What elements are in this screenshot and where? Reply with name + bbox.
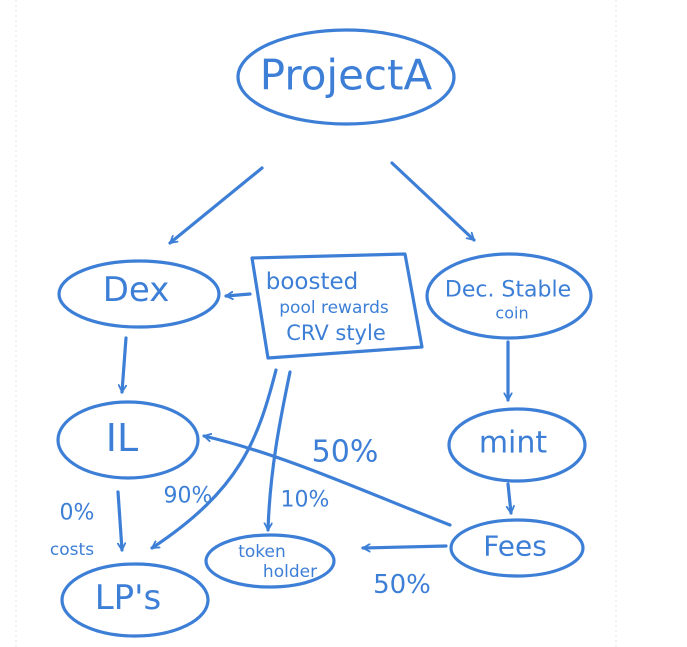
annotation-il-to-lps-costs: costs — [50, 540, 94, 560]
node-il: IL — [56, 400, 200, 480]
edge-dex-to-il — [122, 336, 128, 394]
annotation-boost-to-token: 10% — [281, 488, 330, 513]
annotation-fees-to-il: 50% — [312, 435, 379, 470]
node-token-outline — [204, 533, 336, 589]
edge-fees-to-token — [361, 546, 448, 548]
node-boost-line-2: pool rewards — [279, 298, 389, 318]
node-mint-outline — [447, 407, 587, 483]
node-lps-outline — [60, 562, 210, 638]
edge-boost-to-lps — [150, 368, 278, 550]
annotation-boost-to-lps: 90% — [164, 484, 213, 509]
node-boost: boosted pool rewards CRV style — [250, 252, 424, 360]
node-fees: Fees — [449, 518, 585, 578]
node-project-label: ProjectA — [260, 51, 433, 100]
node-token-line-1: token — [238, 542, 286, 562]
edge-boost-to-dex — [224, 294, 252, 296]
node-fees-outline — [449, 518, 585, 578]
node-il-label: IL — [106, 416, 138, 460]
node-fees-label: Fees — [483, 530, 547, 563]
edge-project-to-dex — [168, 166, 264, 245]
node-token-line-2: holder — [263, 562, 317, 582]
node-stable-outline — [425, 252, 593, 340]
node-lps: LP's — [60, 562, 210, 638]
annotation-il-to-lps-pct: 0% — [60, 501, 95, 526]
node-stable-line-1: Dec. Stable — [445, 278, 571, 303]
edge-boost-to-token — [268, 370, 292, 532]
node-dex: Dex — [57, 259, 221, 329]
edge-mint-to-fees — [508, 482, 511, 515]
node-mint: mint — [447, 407, 587, 483]
node-boost-line-3: CRV style — [286, 321, 386, 345]
node-project: ProjectA — [236, 28, 456, 126]
edge-fees-to-il — [202, 436, 452, 527]
node-boost-outline — [250, 252, 424, 360]
node-token: token holder — [204, 533, 336, 589]
node-lps-label: LP's — [95, 578, 162, 618]
node-stable: Dec. Stable coin — [425, 252, 593, 340]
node-dex-label: Dex — [103, 270, 170, 310]
node-mint-label: mint — [479, 426, 548, 461]
node-boost-line-1: boosted — [266, 269, 359, 295]
annotation-fees-to-token: 50% — [373, 570, 431, 600]
edge-il-to-lps — [116, 490, 122, 552]
edge-project-to-stable — [390, 161, 476, 242]
node-dex-outline — [57, 259, 221, 329]
node-il-outline — [56, 400, 200, 480]
node-stable-line-2: coin — [495, 304, 528, 323]
node-project-outline — [236, 28, 456, 126]
